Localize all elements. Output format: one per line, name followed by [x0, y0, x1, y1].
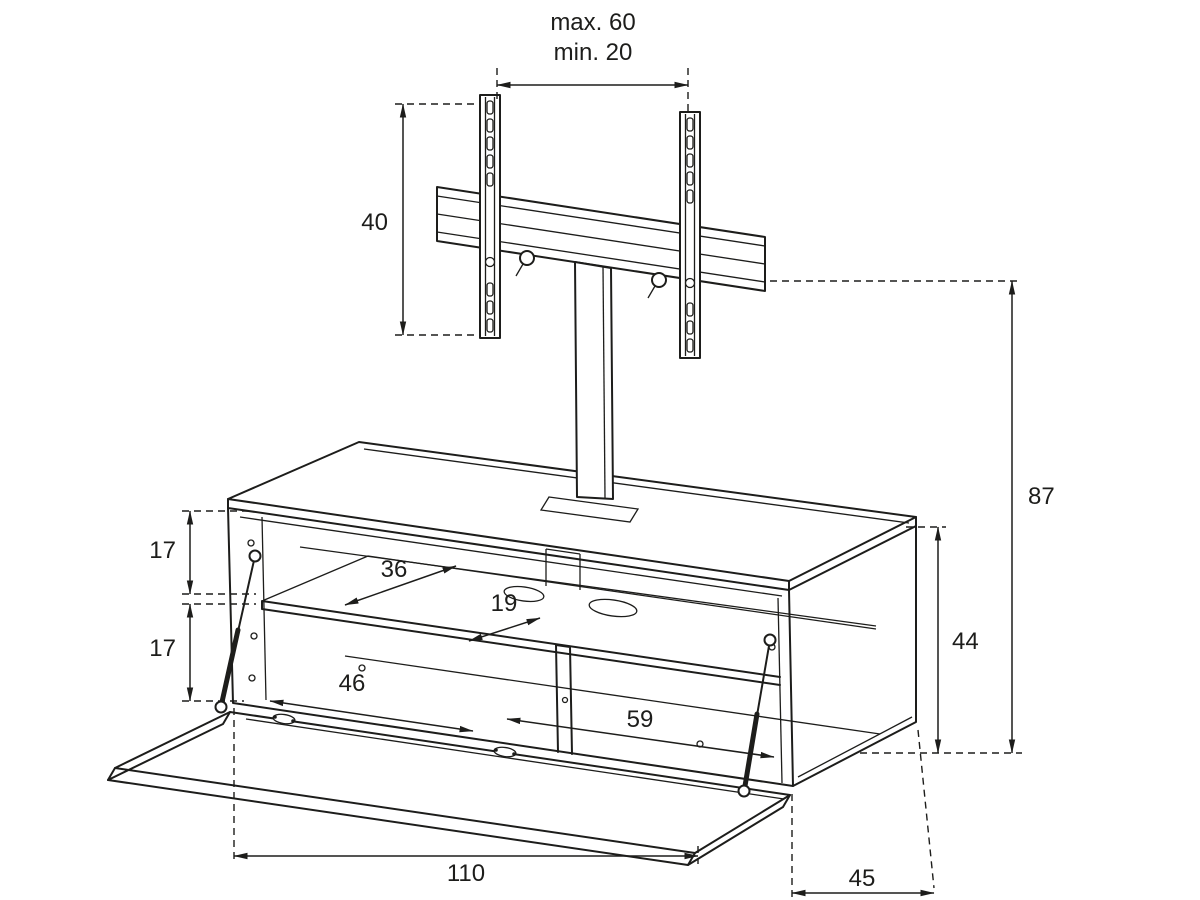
dim-label-bracket-max-width: max. 60 — [550, 9, 635, 36]
shelf-pin-hole — [248, 674, 256, 682]
dim-label-upper-depth: 36 — [381, 556, 408, 583]
shelf-pin-hole — [247, 539, 255, 547]
cable-channel — [545, 548, 581, 590]
bracket-rail-left — [479, 94, 501, 339]
floor-hole — [358, 664, 366, 672]
dim-bracket-width: max. 60 min. 20 — [496, 9, 689, 112]
dim-label-bracket-height: 40 — [361, 209, 388, 236]
dim-lower-shelf-gap: 17 — [149, 603, 256, 702]
cable-grommet-right — [588, 598, 638, 618]
cable-grommet-left — [503, 585, 545, 603]
dim-label-left-compartment-width: 46 — [339, 670, 366, 697]
dim-label-right-compartment-width: 59 — [627, 706, 654, 733]
dim-total-height: 87 — [770, 280, 1055, 754]
middle-shelf — [261, 555, 877, 686]
bracket-rail-right — [679, 111, 701, 359]
dim-left-compartment-width: 46 — [269, 670, 474, 733]
dim-cabinet-width: 110 — [233, 708, 699, 887]
dim-upper-shelf-gap: 17 — [149, 510, 256, 595]
mount-knob-left — [515, 250, 535, 277]
dim-label-center-depth: 19 — [491, 590, 518, 617]
dim-cabinet-height: 44 — [906, 526, 979, 754]
dim-label-upper-shelf-gap: 17 — [149, 537, 176, 564]
dim-cabinet-depth: 45 — [791, 729, 935, 900]
dim-label-cabinet-width: 110 — [447, 860, 485, 887]
dim-right-compartment-width: 59 — [506, 706, 775, 759]
mount-knob-right — [647, 272, 667, 299]
gas-strut-left — [214, 549, 262, 714]
dim-label-total-height: 87 — [1028, 483, 1055, 510]
dim-label-cabinet-height: 44 — [952, 628, 979, 655]
dim-bracket-height: 40 — [361, 103, 481, 336]
dim-label-lower-shelf-gap: 17 — [149, 635, 176, 662]
dim-upper-depth: 36 — [344, 556, 457, 606]
shelf-pin-hole — [250, 632, 258, 640]
dim-center-depth: 19 — [468, 590, 541, 642]
dim-label-cabinet-depth: 45 — [849, 865, 876, 892]
dim-label-bracket-min-width: min. 20 — [554, 39, 633, 66]
divider-hole — [561, 696, 569, 704]
support-column — [539, 261, 640, 523]
